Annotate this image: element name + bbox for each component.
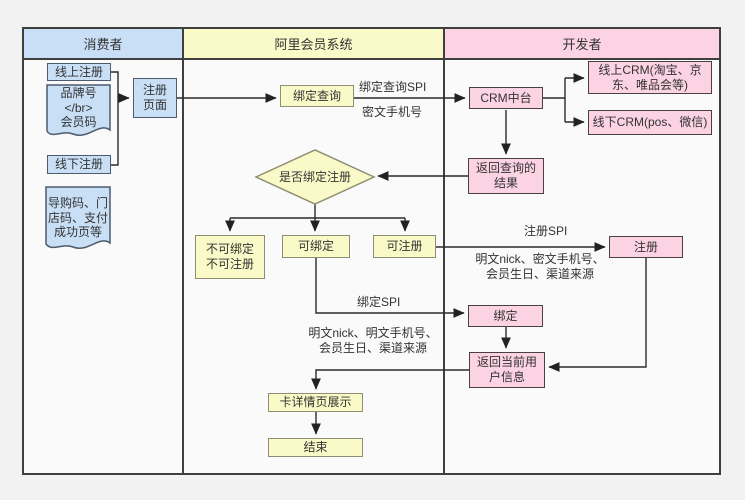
- edge-label-bind-params: 明文nick、明文手机号、 会员生日、渠道来源: [308, 326, 438, 355]
- document-shape-brand-code: [46, 84, 111, 136]
- connector-returnuser-to-carddetail: [311, 369, 469, 390]
- node-can-register: 可注册: [373, 235, 436, 258]
- node-return-current-user-info: 返回当前用 户信息: [469, 352, 545, 388]
- document-shape-guide-code: [45, 186, 111, 249]
- lane-header-consumer-label: 消费者: [83, 37, 123, 52]
- node-bind: 绑定: [468, 305, 543, 327]
- node-offline-crm: 线下CRM(pos、微信): [588, 110, 712, 135]
- edge-label-bind-spi: 绑定SPI: [357, 295, 401, 309]
- node-offline-registration: 线下注册: [47, 155, 111, 174]
- lane-header-developer: 开发者: [445, 29, 719, 58]
- edge-label-bind-query-spi: 绑定查询SPI: [359, 80, 427, 94]
- lane-divider-2: [443, 29, 445, 473]
- node-card-detail-page: 卡详情页展示: [268, 393, 363, 412]
- edge-label-register-spi: 注册SPI: [524, 224, 568, 238]
- lane-header-consumer: 消费者: [24, 29, 182, 58]
- lane-header-developer-label: 开发者: [562, 37, 602, 52]
- node-guide-code-document: 导购码、门 店码、支付 成功页等: [47, 196, 108, 240]
- connector-decision-split: [230, 204, 405, 219]
- edge-label-register-params: 明文nick、密文手机号、 会员生日、渠道来源: [475, 252, 605, 281]
- lane-divider-1: [182, 29, 184, 473]
- lane-header-member-system-label: 阿里会员系统: [274, 37, 353, 52]
- lane-header-member-system: 阿里会员系统: [184, 29, 443, 58]
- header-divider: [24, 58, 719, 60]
- node-no-bind-no-register: 不可绑定 不可注册: [195, 235, 265, 279]
- node-crm-middle-platform: CRM中台: [469, 87, 543, 109]
- node-online-crm: 线上CRM(淘宝、京 东、唯品会等): [588, 61, 712, 94]
- connector-register-to-returnuser: [548, 258, 647, 372]
- node-register: 注册: [609, 236, 683, 258]
- connector-canbind-to-bind: [315, 258, 465, 318]
- node-online-registration: 线上注册: [47, 63, 111, 81]
- connector-sources-junction: [110, 71, 119, 166]
- node-bind-query: 绑定查询: [280, 85, 354, 107]
- node-registration-page: 注册 页面: [133, 78, 177, 118]
- decision-diamond: [254, 149, 376, 205]
- connector-crm-branch: [543, 78, 566, 122]
- node-return-query-result: 返回查询的 结果: [468, 158, 544, 194]
- node-brand-code-document: 品牌号</br> 会员码: [60, 86, 97, 130]
- node-can-bind: 可绑定: [282, 235, 350, 258]
- node-decision-label: 是否绑定注册: [278, 169, 351, 184]
- edge-label-cipher-phone: 密文手机号: [362, 105, 423, 119]
- node-end: 结束: [268, 438, 363, 457]
